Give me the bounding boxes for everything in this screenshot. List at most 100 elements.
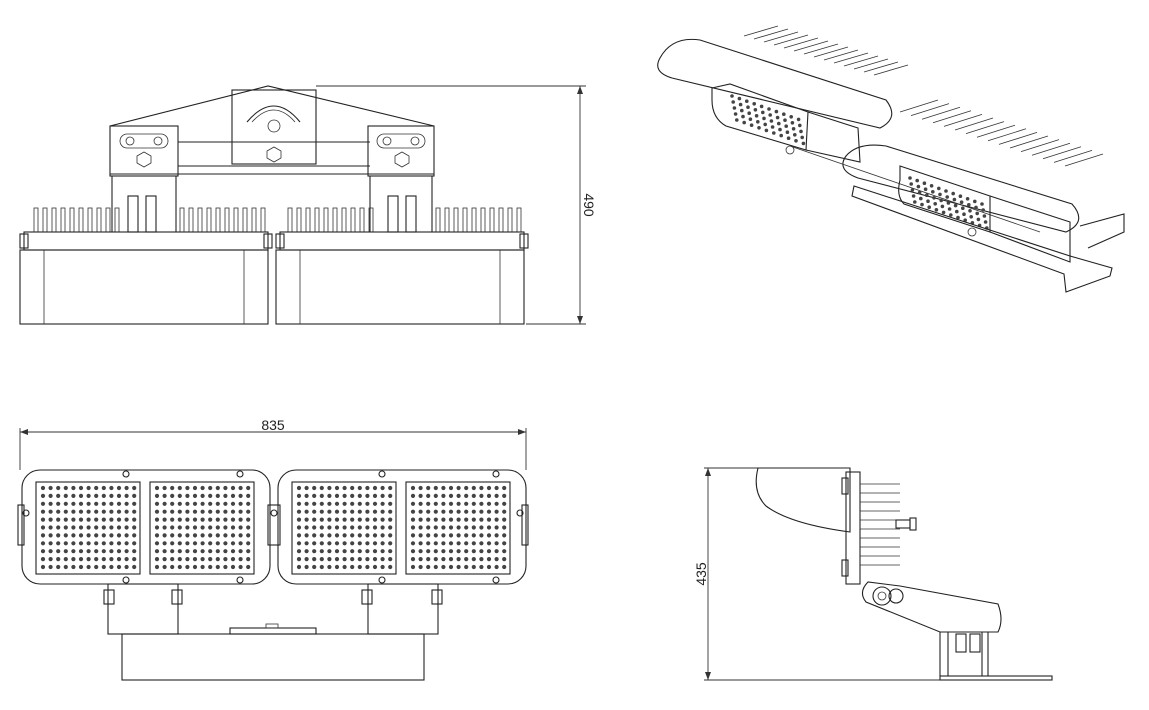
iso-led xyxy=(784,124,788,128)
iso-fin xyxy=(853,58,889,70)
led xyxy=(433,564,438,570)
led xyxy=(223,493,228,498)
fin xyxy=(516,207,522,233)
iso-led xyxy=(951,191,955,196)
iso-led xyxy=(949,213,953,217)
led xyxy=(350,493,355,498)
iso-led xyxy=(801,141,806,146)
led xyxy=(56,485,61,491)
led xyxy=(350,533,355,538)
led xyxy=(132,564,137,570)
iso-led xyxy=(770,125,775,129)
iso-led xyxy=(778,127,782,132)
led xyxy=(63,525,68,530)
led xyxy=(63,485,68,491)
iso-led xyxy=(732,106,737,110)
led xyxy=(223,564,228,570)
led xyxy=(200,517,205,522)
led xyxy=(192,541,198,546)
led xyxy=(464,517,469,522)
led xyxy=(162,485,167,491)
led xyxy=(380,517,385,522)
led xyxy=(448,533,454,538)
iso-led xyxy=(799,129,803,134)
heat-sink-fins xyxy=(33,207,522,233)
iso-led xyxy=(983,220,988,224)
led xyxy=(177,541,182,546)
led xyxy=(185,533,190,538)
fin xyxy=(435,207,441,233)
led xyxy=(365,509,370,514)
led xyxy=(208,493,213,498)
led xyxy=(494,557,499,562)
led xyxy=(63,517,68,522)
led xyxy=(246,541,251,546)
led xyxy=(56,533,61,538)
led xyxy=(426,525,431,530)
led xyxy=(334,509,340,514)
led xyxy=(471,564,476,570)
led xyxy=(456,517,461,522)
led xyxy=(246,549,251,554)
led xyxy=(304,501,309,506)
led xyxy=(71,509,76,514)
iso-heat-sink-fins xyxy=(743,25,1104,167)
led xyxy=(479,493,484,498)
led xyxy=(448,541,454,546)
led xyxy=(177,557,182,562)
iso-led xyxy=(953,203,958,208)
led xyxy=(101,557,106,562)
led xyxy=(177,485,182,491)
led xyxy=(63,533,68,538)
iso-led xyxy=(785,130,790,134)
led xyxy=(170,493,175,498)
led xyxy=(464,541,469,546)
led xyxy=(246,485,251,491)
led xyxy=(94,541,99,546)
led xyxy=(441,549,446,554)
fin xyxy=(471,207,477,233)
led xyxy=(502,557,507,562)
iso-led xyxy=(777,121,781,126)
led xyxy=(433,509,438,514)
led xyxy=(296,485,302,491)
led xyxy=(192,557,198,562)
iso-led xyxy=(959,200,964,204)
led xyxy=(230,517,236,522)
led xyxy=(230,501,236,506)
iso-fin xyxy=(803,43,839,55)
fin xyxy=(305,207,311,233)
led xyxy=(350,541,355,546)
led xyxy=(502,564,507,570)
led xyxy=(365,549,370,554)
iso-led xyxy=(934,208,939,212)
led xyxy=(230,509,236,514)
led xyxy=(304,549,309,554)
led xyxy=(116,493,122,498)
led xyxy=(327,557,332,562)
led xyxy=(71,501,76,506)
iso-led xyxy=(944,189,948,193)
led xyxy=(94,493,99,498)
led xyxy=(116,564,122,570)
iso-fin xyxy=(943,114,983,127)
led xyxy=(471,533,476,538)
led xyxy=(246,517,251,522)
led xyxy=(388,541,393,546)
iso-led xyxy=(920,202,924,207)
iso-led xyxy=(939,198,943,203)
iso-led xyxy=(733,112,738,116)
screw xyxy=(492,470,500,478)
led xyxy=(162,549,167,554)
led xyxy=(342,525,347,530)
led xyxy=(433,517,438,522)
iso-led xyxy=(791,127,796,131)
led xyxy=(124,557,129,562)
led xyxy=(170,549,175,554)
iso-led xyxy=(952,197,957,202)
led xyxy=(56,509,61,514)
led xyxy=(319,541,324,546)
led xyxy=(170,525,175,530)
led xyxy=(101,485,106,491)
led xyxy=(124,501,129,506)
